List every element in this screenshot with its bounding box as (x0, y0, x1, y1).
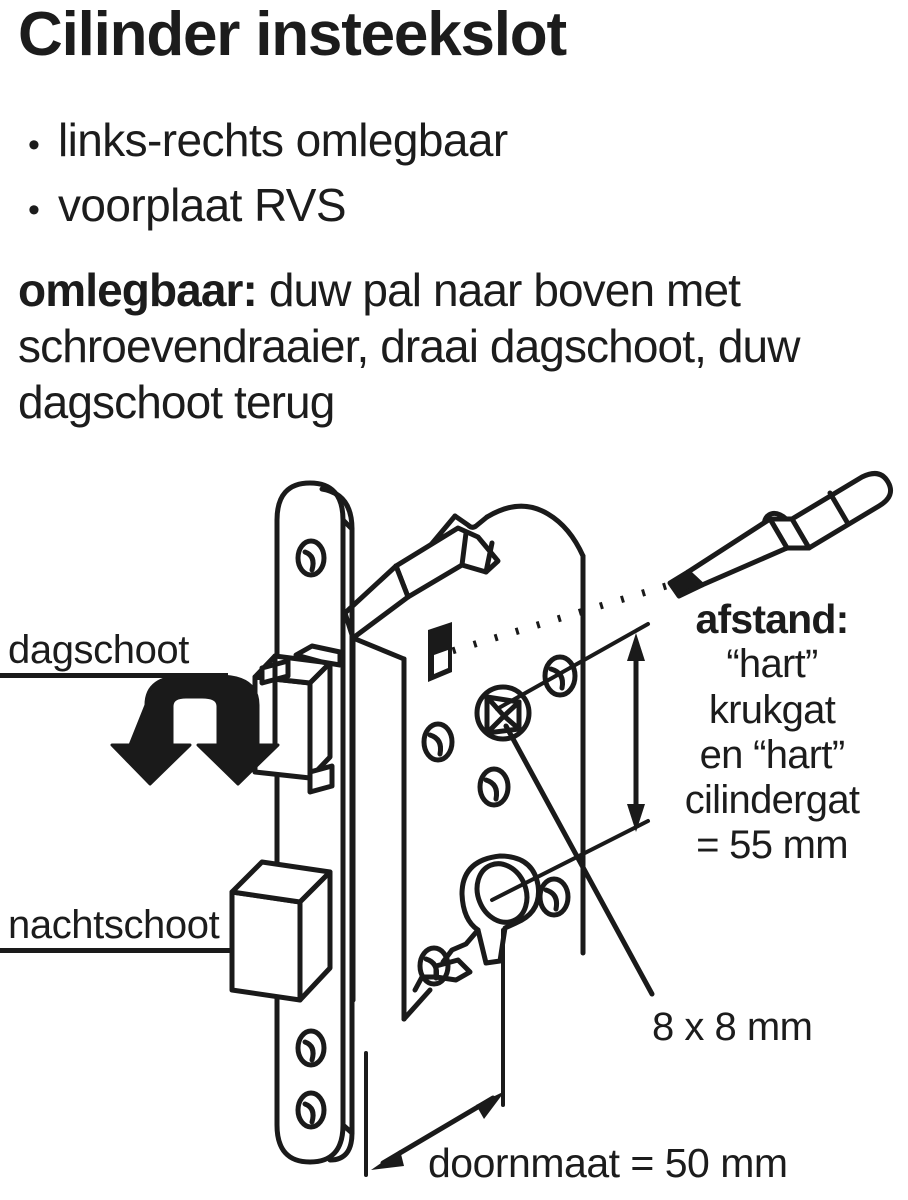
screwdriver-guide-line (450, 582, 668, 655)
case-hole-mid (477, 766, 511, 808)
instruction-lead: omlegbaar: (18, 264, 258, 316)
latch-bolt (252, 643, 343, 795)
callout-rule-dagschoot (0, 673, 228, 678)
callout-label-nachtschoot: nachtschoot (8, 903, 220, 947)
callout-rule-nachtschoot (0, 948, 232, 953)
cylinder-hole (440, 853, 542, 966)
list-item: • links-rechts omlegbaar (28, 108, 888, 173)
case-hole-lower-right (537, 876, 571, 918)
case-hole-lower-left (417, 945, 451, 987)
list-item-label: links-rechts omlegbaar (58, 114, 508, 166)
instruction-paragraph: omlegbaar: duw pal naar boven met schroe… (18, 262, 898, 430)
bullet-icon: • (28, 126, 40, 164)
page-title: Cilinder insteekslot (18, 0, 567, 69)
lock-case-inner-panel (350, 635, 407, 1022)
faceplate-screw-holes (295, 538, 327, 1130)
case-hole-left (421, 721, 455, 763)
leader-line-spindle (503, 723, 655, 997)
screwdriver-icon (667, 470, 893, 599)
dimension-doornmaat (364, 928, 505, 1177)
afstand-line-1: “hart” (726, 642, 818, 687)
dead-bolt (229, 859, 333, 1003)
pal-lever (393, 525, 501, 600)
afstand-line-3: en “hart” (699, 732, 846, 777)
instruction-body: duw pal naar boven met schroevendraaier,… (18, 264, 800, 429)
faceplate (274, 480, 355, 1165)
lock-case-body (350, 503, 586, 1022)
callout-label-dagschoot: dagschoot (8, 628, 189, 672)
case-hole-upper (542, 654, 578, 698)
pal-slot (428, 622, 452, 682)
list-item: • voorplaat RVS (28, 173, 888, 238)
afstand-heading: afstand: (695, 596, 849, 642)
dimension-label-spindle: 8 x 8 mm (652, 1005, 813, 1049)
dimension-label-doornmaat: doornmaat = 50 mm (428, 1140, 788, 1186)
afstand-line-4: cilindergat (684, 777, 860, 822)
bullet-icon: • (28, 191, 40, 230)
afstand-line-5: = 55 mm (696, 823, 849, 868)
list-item-label: voorplaat RVS (58, 179, 347, 232)
bolt-throw-detail (412, 957, 473, 993)
flip-rotation-arrow (110, 674, 280, 786)
feature-list: • links-rechts omlegbaar • voorplaat RVS (28, 108, 888, 239)
afstand-line-2: krukgat (708, 687, 836, 732)
dimension-afstand (490, 622, 650, 902)
pal-connecting-bar (342, 563, 411, 641)
spindle-hole (474, 684, 532, 742)
afstand-annotation: afstand: “hart” krukgat en “hart” cilind… (636, 596, 908, 868)
